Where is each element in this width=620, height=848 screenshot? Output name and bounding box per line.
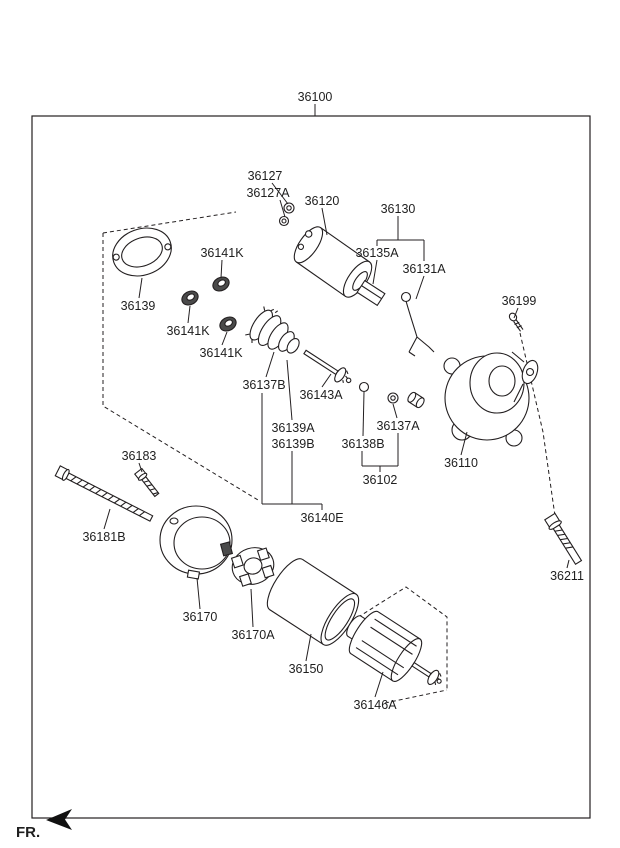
part-label-36211: 36211: [550, 569, 584, 583]
part-label-36140e: 36140E: [300, 511, 343, 525]
part-label-36100: 36100: [298, 90, 333, 104]
part-36137b-clutch-drawing: [245, 306, 300, 358]
part-36146a-armature-drawing: [346, 610, 442, 686]
part-label-36183: 36183: [122, 449, 157, 463]
part-label-36131a: 36131A: [402, 262, 446, 276]
part-label-36146a: 36146A: [353, 698, 397, 712]
part-36141k-bushing-1-drawing: [212, 276, 230, 292]
part-label-36102: 36102: [363, 473, 398, 487]
part-label-36139a: 36139A: [271, 421, 315, 435]
part-label-36139b: 36139B: [271, 437, 314, 451]
part-sleeve-drawing: [407, 391, 425, 409]
part-label-36170a: 36170A: [231, 628, 275, 642]
part-36135a-contact-drawing: [356, 279, 386, 307]
part-36170-end-cover-drawing: [159, 505, 233, 580]
part-36127a-washer-drawing: [278, 215, 290, 227]
fr-direction-marker: FR.: [16, 809, 72, 841]
part-label-36150: 36150: [289, 662, 324, 676]
part-label-36199: 36199: [502, 294, 537, 308]
part-36120-solenoid-drawing: [293, 226, 373, 298]
part-label-36141k-1: 36141K: [200, 246, 244, 260]
part-label-36141k-2: 36141K: [166, 324, 210, 338]
part-36139-gasket-drawing: [112, 227, 172, 277]
fr-label: FR.: [16, 824, 40, 841]
part-36150-yoke-drawing: [266, 558, 360, 646]
part-brush-drawing: [219, 541, 234, 557]
part-36131a-lever-drawing: [400, 291, 435, 357]
part-label-36110: 36110: [444, 456, 478, 470]
fr-arrow-icon: [46, 809, 72, 830]
part-label-36139: 36139: [121, 299, 156, 313]
part-36199-screw-drawing: [508, 312, 524, 332]
part-36110-housing-drawing: [443, 351, 539, 447]
diagram-border: [31, 115, 591, 819]
part-label-36127a: 36127A: [246, 186, 290, 200]
part-label-36170: 36170: [183, 610, 218, 624]
part-label-36138b: 36138B: [341, 437, 384, 451]
part-36211-bolt-drawing: [544, 512, 583, 566]
leader-lines: [103, 104, 570, 698]
part-washer-drawing: [387, 392, 399, 404]
part-label-36137b: 36137B: [242, 378, 285, 392]
part-label-36127: 36127: [248, 169, 283, 183]
part-label-36137a: 36137A: [376, 419, 420, 433]
part-label-36135a: 36135A: [355, 246, 399, 260]
part-snap-ring-drawing: [358, 381, 370, 393]
part-label-36120: 36120: [305, 194, 340, 208]
part-36127-nut-drawing: [283, 202, 295, 214]
part-label-36181b: 36181B: [82, 530, 125, 544]
part-36141k-bushing-3-drawing: [219, 316, 237, 332]
dashed-grouping-lines: [102, 211, 556, 704]
part-label-36130: 36130: [381, 202, 416, 216]
part-labels: 36100 36127 36127A 36120 36130 36135A 36…: [82, 90, 584, 712]
part-label-36141k-3: 36141K: [199, 346, 243, 360]
part-36170a-brush-holder-drawing: [230, 547, 275, 587]
part-36181b-bolt-drawing: [54, 465, 154, 522]
part-label-36143a: 36143A: [299, 388, 343, 402]
part-36183-screw-drawing: [133, 467, 160, 498]
part-36141k-bushing-2-drawing: [181, 290, 199, 306]
part-36143a-shaft-drawing: [303, 349, 352, 384]
